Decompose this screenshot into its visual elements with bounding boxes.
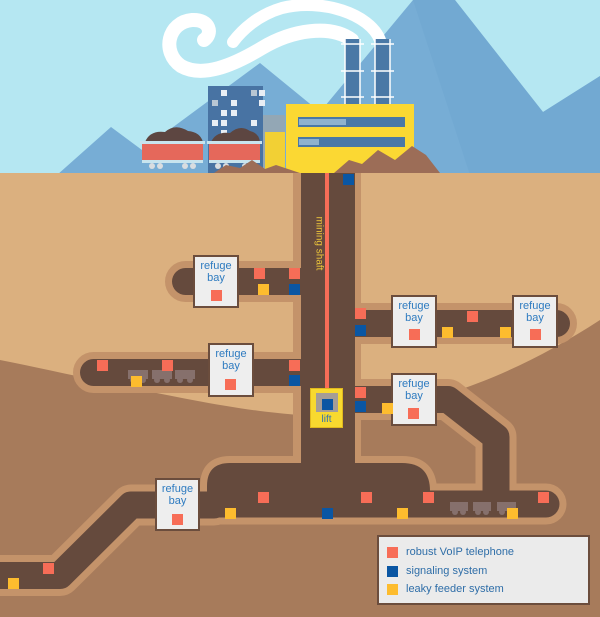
signaling-system-marker-icon bbox=[355, 401, 366, 412]
surface-ore-carts bbox=[140, 127, 262, 169]
legend-label: signaling system bbox=[406, 565, 488, 577]
dirt-heaps bbox=[214, 146, 440, 173]
legend: robust VoIP telephone signaling system l… bbox=[377, 535, 590, 605]
mining-shaft-label: mining shaft bbox=[313, 216, 325, 271]
signaling-system-marker-icon bbox=[355, 325, 366, 336]
refuge-bay-label: refuge bbox=[398, 378, 430, 390]
leaky-feeder-marker-icon bbox=[225, 508, 236, 519]
smoke bbox=[162, 0, 386, 78]
signaling-system-marker-icon bbox=[322, 399, 333, 410]
lift-label: lift bbox=[321, 414, 332, 425]
refuge-bay: refuge bay bbox=[391, 295, 437, 348]
voip-telephone-marker-icon bbox=[225, 379, 236, 390]
voip-telephone-marker-icon bbox=[162, 360, 173, 371]
leaky-feeder-marker-icon bbox=[8, 578, 19, 589]
legend-item-voip: robust VoIP telephone bbox=[387, 545, 514, 559]
refuge-bay-label: bay bbox=[526, 312, 544, 324]
leaky-feeder-marker-icon bbox=[397, 508, 408, 519]
leaky-feeder-marker-icon bbox=[131, 376, 142, 387]
refuge-bay-label: refuge bbox=[161, 483, 194, 495]
voip-telephone-marker-icon bbox=[355, 387, 366, 398]
cart-icon bbox=[473, 502, 491, 515]
cart-icon bbox=[152, 370, 172, 383]
cart-icon bbox=[450, 502, 468, 515]
legend-label: robust VoIP telephone bbox=[406, 546, 515, 558]
mountain-shade bbox=[413, 0, 600, 175]
legend-item-leaky-feeder: leaky feeder system bbox=[387, 582, 504, 596]
voip-telephone-marker-icon bbox=[538, 492, 549, 503]
refuge-bay-label: refuge bbox=[200, 260, 232, 272]
chimneys bbox=[341, 39, 394, 105]
leaky-feeder-marker-icon bbox=[442, 327, 453, 338]
voip-telephone-marker-icon bbox=[361, 492, 372, 503]
voip-telephone-marker-icon bbox=[211, 290, 222, 301]
voip-telephone-marker-icon bbox=[97, 360, 108, 371]
voip-telephone-marker-icon bbox=[258, 492, 269, 503]
leaky-feeder-marker-icon bbox=[382, 403, 393, 414]
voip-telephone-marker-icon bbox=[43, 563, 54, 574]
voip-telephone-marker-icon bbox=[467, 311, 478, 322]
legend-label: leaky feeder system bbox=[406, 583, 504, 595]
voip-telephone-marker-icon bbox=[409, 329, 420, 340]
voip-telephone-marker-icon bbox=[355, 308, 366, 319]
signaling-system-marker-icon bbox=[289, 284, 300, 295]
refuge-bay-label: refuge bbox=[398, 300, 430, 312]
refuge-bay: refuge bay bbox=[208, 343, 254, 397]
leaky-feeder-marker-icon bbox=[507, 508, 518, 519]
lift-cable bbox=[325, 173, 329, 389]
refuge-bay-label: bay bbox=[207, 272, 225, 284]
leaky-feeder-marker-icon bbox=[500, 327, 511, 338]
signaling-system-swatch-icon bbox=[387, 565, 398, 577]
voip-telephone-marker-icon bbox=[289, 360, 300, 371]
voip-telephone-marker-icon bbox=[289, 268, 300, 279]
leaky-feeder-marker-icon bbox=[258, 284, 269, 295]
refuge-bay-label: refuge bbox=[215, 348, 247, 360]
refuge-bay-label: bay bbox=[405, 390, 423, 402]
signaling-system-marker-icon bbox=[322, 508, 333, 519]
signaling-system-marker-icon bbox=[343, 174, 354, 185]
voip-telephone-swatch-icon bbox=[387, 546, 398, 558]
refuge-bay-label: refuge bbox=[519, 300, 551, 312]
voip-telephone-marker-icon bbox=[530, 329, 541, 340]
voip-telephone-marker-icon bbox=[254, 268, 265, 279]
voip-telephone-marker-icon bbox=[408, 408, 419, 419]
refuge-bay-label: bay bbox=[405, 312, 423, 324]
refuge-bay-label: bay bbox=[168, 495, 187, 507]
signaling-system-marker-icon bbox=[289, 375, 300, 386]
refuge-bay: refuge bay bbox=[512, 295, 558, 348]
refuge-bay-label: bay bbox=[222, 360, 240, 372]
voip-telephone-marker-icon bbox=[423, 492, 434, 503]
voip-telephone-marker-icon bbox=[172, 514, 183, 525]
legend-item-signaling: signaling system bbox=[387, 564, 487, 578]
cart-icon bbox=[175, 370, 195, 383]
leaky-feeder-swatch-icon bbox=[387, 583, 398, 595]
